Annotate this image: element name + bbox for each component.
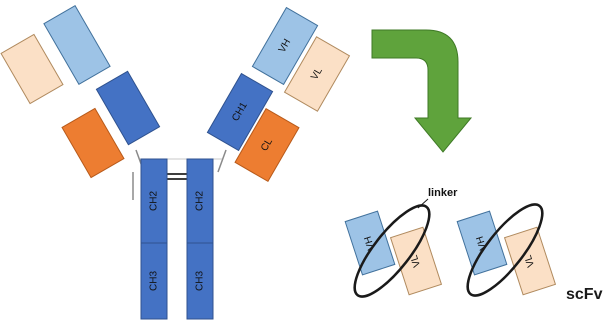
scfv-unit-1-light-label: VL [409,253,423,268]
right-arm: VL CL VH CH1 [206,6,351,183]
right-light-variable-label: VL [309,66,325,82]
scfv-unit-2-light: VL [503,226,557,296]
stem-left-lower-label: CH3 [149,271,160,291]
right-light-variable: VL [283,36,351,112]
scfv-unit-1-heavy: VH [344,210,396,276]
stem-right-lower: CH3 [186,242,214,320]
stem-right-upper: CH2 [186,158,214,244]
left-light-variable [0,33,64,105]
right-light-constant: CL [234,107,300,183]
right-hinge-line [217,149,227,173]
scfv-unit-1: VL VH [344,204,443,298]
scfv-unit-2-heavy: VH [456,210,508,276]
right-heavy-variable: VH [251,6,319,86]
curved-down-arrow-icon [371,29,473,153]
antibody: VL CL VH CH1 CH2 CH3 [0,5,351,320]
scfv-group: linker VL VH VL VH s [344,187,603,303]
scfv-unit-1-light: VL [389,226,443,296]
scfv-unit-2-linker [466,203,544,297]
scfv-unit-2: VL VH [456,203,557,297]
linker-label: linker [428,187,458,199]
left-heavy-constant [95,70,161,146]
stem-right-upper-label: CH2 [195,191,206,211]
left-light-constant [61,107,125,179]
stem-right-lower-label: CH3 [195,271,206,291]
scfv-unit-2-light-label: VL [523,253,537,268]
right-heavy-constant: CH1 [206,72,274,152]
left-heavy-variable [43,5,111,85]
scfv-unit-1-linker [353,204,431,298]
stem-left-upper-label: CH2 [149,191,160,211]
stem-left-upper: CH2 [140,158,168,244]
left-arm [0,5,161,179]
stem-left-lower: CH3 [140,242,168,320]
fc-stem: CH2 CH3 CH2 CH3 [140,158,214,320]
scfv-title: scFv [566,286,603,303]
